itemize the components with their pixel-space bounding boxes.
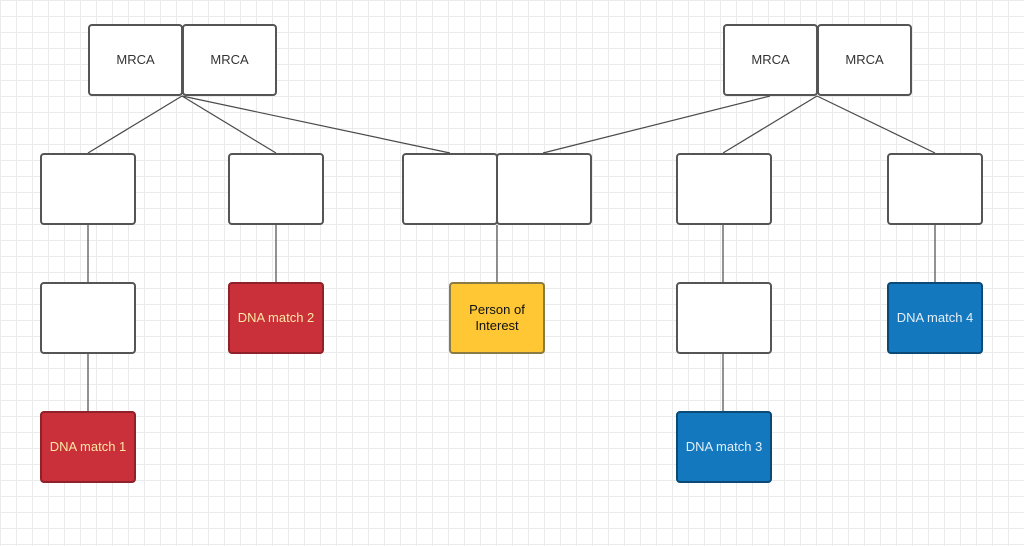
connector-line <box>542 95 771 154</box>
child-node-5[interactable] <box>887 153 983 225</box>
dna-match-3-node[interactable]: DNA match 3 <box>676 411 772 483</box>
person-of-interest-label: Person of Interest <box>457 302 537 334</box>
dna-match-label: DNA match 3 <box>685 439 763 454</box>
dna-match-2-node[interactable]: DNA match 2 <box>228 282 324 354</box>
person-of-interest-line-2: Interest <box>475 318 519 333</box>
mrca-node-left-1[interactable]: MRCA <box>88 24 183 96</box>
dna-match-label: DNA match 2 <box>237 310 315 325</box>
child-node-2[interactable] <box>228 153 324 225</box>
mrca-label: MRCA <box>845 52 884 67</box>
child-node-3a[interactable] <box>402 153 498 225</box>
connector-line <box>87 95 183 154</box>
mrca-label: MRCA <box>210 52 249 67</box>
dna-match-4-node[interactable]: DNA match 4 <box>887 282 983 354</box>
connector-line <box>181 95 451 154</box>
dna-match-label: DNA match 4 <box>896 310 974 325</box>
child-node-1[interactable] <box>40 153 136 225</box>
connector-line <box>722 95 818 154</box>
connector-line <box>816 95 936 154</box>
person-of-interest-line-1: Person of <box>469 302 525 317</box>
mrca-label: MRCA <box>751 52 790 67</box>
dna-match-label: DNA match 1 <box>49 439 127 454</box>
dna-match-1-node[interactable]: DNA match 1 <box>40 411 136 483</box>
mrca-node-left-2[interactable]: MRCA <box>182 24 277 96</box>
grandchild-node-1[interactable] <box>40 282 136 354</box>
connector-line <box>181 95 277 154</box>
mrca-label: MRCA <box>116 52 155 67</box>
child-node-4[interactable] <box>676 153 772 225</box>
mrca-node-right-1[interactable]: MRCA <box>723 24 818 96</box>
child-node-3b[interactable] <box>496 153 592 225</box>
grandchild-node-4[interactable] <box>676 282 772 354</box>
person-of-interest-node[interactable]: Person of Interest <box>449 282 545 354</box>
mrca-node-right-2[interactable]: MRCA <box>817 24 912 96</box>
